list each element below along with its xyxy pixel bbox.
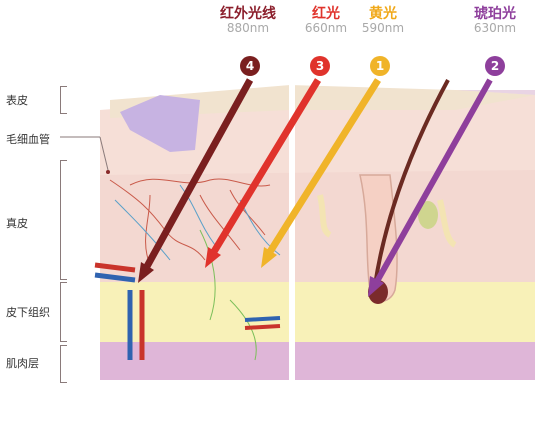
band-red-wavelength: 660nm [304,21,348,36]
badge-red: 3 [310,56,330,76]
layer-label-muscle: 肌肉层 [6,357,39,370]
layer-label-subcutaneous: 皮下组织 [6,306,50,319]
bottom-clear [100,380,535,430]
badge-yellow: 1 [370,56,390,76]
bracket-dermis [60,160,67,280]
band-yellow-name: 黄光 [369,6,397,22]
red-beam [209,78,321,257]
band-yellow: 黄光 590nm [338,6,428,36]
nerves [199,229,257,361]
bracket-muscle [60,345,67,383]
subcutaneous-layer [100,280,535,342]
band-red: 红光 660nm [281,6,371,36]
vein-right [244,316,281,322]
band-yellow-wavelength: 590nm [361,21,405,36]
band-red-name: 红光 [312,6,340,22]
section-divider [289,85,295,430]
sweat-duct-left [317,194,332,238]
yellow-arrowhead [261,247,277,268]
band-amber-wavelength: 630nm [473,21,517,36]
badge-amber: 2 [485,56,505,76]
band-infrared-name: 红外光线 [220,6,276,22]
band-amber-name: 琥珀光 [474,6,516,22]
amber-arrowhead [368,276,384,297]
layer-label-dermis: 真皮 [6,217,28,230]
band-amber: 琥珀光 630nm [450,6,537,36]
sweat-duct-right [437,199,457,248]
yellow-beam [265,78,381,257]
light-beams [138,78,493,297]
infrared-beam [141,78,254,272]
capillary-leader-d [99,136,109,171]
layer-label-epidermis: 表皮 [6,94,28,107]
layer-label-capillary: 毛细血管 [6,133,50,146]
epidermis-flake [120,95,200,152]
hair-shaft [373,79,450,286]
band-infrared: 红外光线 880nm [203,6,293,36]
badge-infrared: 4 [240,56,260,76]
vein-horizontal [94,272,136,283]
bracket-epidermis [60,86,67,114]
bracket-subcutaneous [60,282,67,342]
sebaceous-gland [418,201,438,229]
red-arrowhead [205,247,221,268]
amber-beam [372,78,493,287]
top-surface [110,85,535,118]
artery-right [244,324,281,330]
artery-horizontal [94,262,136,273]
band-infrared-wavelength: 880nm [226,21,270,36]
infrared-arrowhead [138,262,154,283]
capillary-leader-dot [106,170,110,174]
